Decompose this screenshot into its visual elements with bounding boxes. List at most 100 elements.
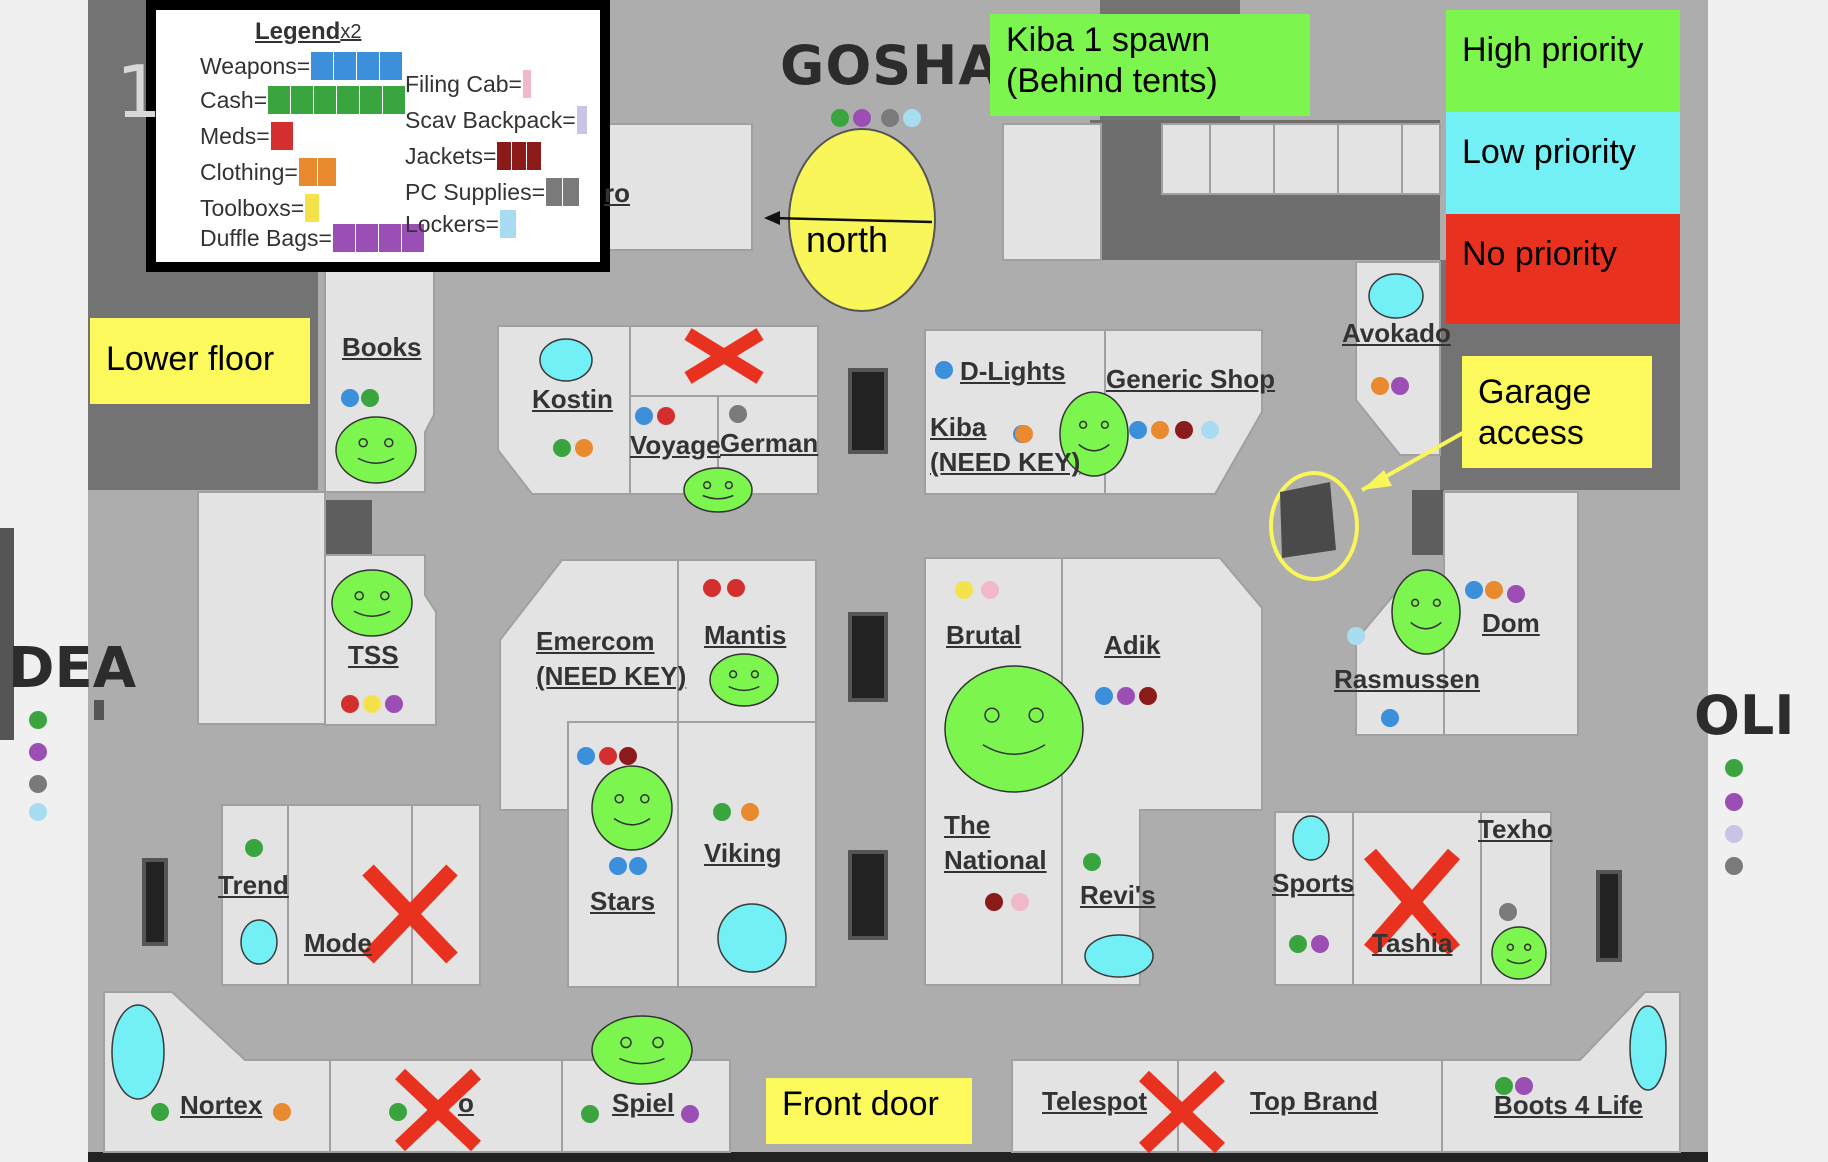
high-priority-smiley [1491, 926, 1547, 980]
legend-item-label: Clothing= [200, 158, 298, 185]
legend-item-label: Lockers= [405, 210, 499, 237]
store-kostin [497, 325, 631, 495]
store-dom [1443, 491, 1579, 736]
low-priority-marker [1368, 273, 1424, 319]
smiley-eye [984, 707, 1000, 723]
legend-swatch [334, 52, 357, 80]
store-label-avokado: Avokado [1342, 318, 1451, 348]
smiley-eye [1078, 420, 1088, 429]
legend-swatch [380, 52, 403, 80]
loot-dot [903, 109, 921, 127]
loot-dot [1485, 581, 1503, 599]
legend-swatch [355, 224, 378, 252]
loot-dot [1725, 793, 1743, 811]
legend-swatch [357, 52, 380, 80]
smiley-eye [1506, 943, 1515, 952]
store-label-rasmussen: Rasmussen [1334, 664, 1480, 694]
escalators [142, 368, 1622, 962]
loot-dot [1083, 853, 1101, 871]
store-label-nortex: Nortex [180, 1090, 263, 1120]
legend-swatch [270, 122, 293, 150]
priority-low: Low priority [1446, 112, 1680, 214]
high-priority-smiley [591, 1015, 693, 1085]
high-priority-smiley [335, 416, 417, 484]
no-priority-cross [362, 864, 458, 964]
legend-swatch [317, 158, 336, 186]
store-label-trend: Trend [218, 870, 289, 900]
store-label-sports: Sports [1272, 868, 1355, 898]
low-priority-marker [111, 1004, 165, 1100]
loot-dot [1371, 377, 1389, 395]
smiley-mouth [982, 744, 1046, 755]
smiley-face [1391, 569, 1461, 655]
loot-dot [577, 747, 595, 765]
legend-swatch [298, 158, 317, 186]
loot-dot [29, 775, 47, 793]
loot-dot [935, 361, 953, 379]
priority-none: No priority [1446, 214, 1680, 324]
smiley-mouth [353, 610, 391, 617]
high-priority-smiley [1391, 569, 1461, 655]
store-label-d-lights: D-Lights [960, 356, 1066, 386]
store-label-books: Books [342, 332, 422, 362]
loot-dot [1347, 627, 1365, 645]
smiley-mouth [728, 685, 760, 692]
legend-swatch [383, 86, 406, 114]
legend-swatch [563, 178, 579, 206]
loot-dot [1465, 581, 1483, 599]
priority-high: High priority [1446, 10, 1680, 112]
loot-dot [619, 747, 637, 765]
store-top-row [1002, 123, 1102, 261]
smiley-eye [384, 437, 394, 448]
legend-item: Weapons= [200, 52, 403, 80]
store-label-generic-shop: Generic Shop [1106, 364, 1276, 394]
store-stars [567, 721, 679, 988]
direction-oli: OLI [1694, 684, 1795, 747]
cross-stroke [362, 864, 458, 964]
store-label-the-national: The National [944, 810, 1047, 876]
store-label-tss: TSS [348, 640, 399, 670]
store-label-revis: Revi's [1080, 880, 1156, 910]
legend-item-label: Duffle Bags= [200, 224, 332, 251]
legend [146, 0, 610, 272]
note-garage-access: Garage access [1462, 356, 1652, 468]
legend-item-label: Filing Cab= [405, 70, 522, 97]
loot-dot [1725, 759, 1743, 777]
loot-dot [713, 803, 731, 821]
legend-item-label: Cash= [200, 86, 268, 113]
legend-item: Toolboxs= [200, 194, 320, 222]
loot-dot [553, 439, 571, 457]
store-label-kiba: Kiba (NEED KEY) [930, 412, 1081, 478]
loot-dot [1289, 935, 1307, 953]
loot-dot [629, 857, 647, 875]
loot-dot [609, 857, 627, 875]
escalator [142, 858, 168, 946]
legend-swatch [337, 86, 360, 114]
cross-stroke [395, 1068, 481, 1152]
no-priority-cross [1363, 848, 1461, 956]
compass-label: north [806, 219, 889, 260]
legend-item: Jackets= [405, 142, 542, 170]
garage-marker [1269, 471, 1359, 581]
loot-dot [981, 581, 999, 599]
legend-swatch [527, 142, 542, 170]
smiley-eye [728, 670, 738, 679]
loot-dot [389, 1103, 407, 1121]
loot-dot [1201, 421, 1219, 439]
note-front-door: Front door [766, 1078, 972, 1144]
loot-dot [1725, 857, 1743, 875]
loot-dot [1151, 421, 1169, 439]
smiley-eye [724, 481, 734, 490]
loot-dot [341, 695, 359, 713]
loot-dot [341, 389, 359, 407]
loot-dot [1129, 421, 1147, 439]
legend-item: PC Supplies= [405, 178, 579, 206]
loot-dot [729, 405, 747, 423]
store-label-brutal: Brutal [946, 620, 1022, 650]
loot-dot [1095, 687, 1113, 705]
legend-item-label: Meds= [200, 122, 270, 149]
high-priority-smiley [591, 765, 673, 851]
smiley-mouth [1410, 621, 1442, 630]
high-priority-smiley [709, 653, 779, 707]
smiley-mouth [619, 1057, 665, 1065]
